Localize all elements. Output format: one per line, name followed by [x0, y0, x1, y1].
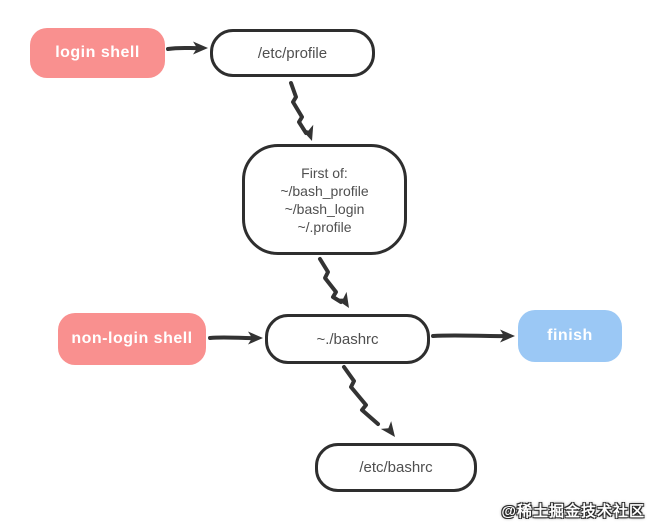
node-non-login-shell-label: non-login shell: [71, 330, 193, 347]
arrow-etc-profile-to-first-of: [289, 81, 314, 141]
arrow-bashrc-to-finish: [431, 329, 515, 343]
node-etc-profile: /etc/profile: [210, 29, 375, 77]
node-etc-bashrc-label: /etc/bashrc: [359, 459, 433, 476]
node-finish: finish: [518, 310, 622, 362]
node-non-login-shell: non-login shell: [58, 313, 206, 365]
first-of-line: ~/.profile: [297, 218, 352, 235]
arrow-first-of-to-bashrc: [318, 257, 349, 308]
arrow-bashrc-to-etc-bashrc: [342, 365, 395, 437]
first-of-line: ~/bash_profile: [280, 182, 369, 199]
node-first-of: First of: ~/bash_profile ~/bash_login ~/…: [242, 144, 407, 255]
node-bashrc-label: ~./bashrc: [316, 330, 379, 348]
arrow-non-login-to-bashrc: [208, 331, 263, 345]
first-of-line: First of:: [301, 164, 348, 181]
first-of-line: ~/bash_login: [284, 200, 365, 217]
node-etc-profile-label: /etc/profile: [257, 44, 328, 62]
node-etc-bashrc: /etc/bashrc: [315, 443, 477, 492]
node-first-of-lines: First of: ~/bash_profile ~/bash_login ~/…: [280, 164, 368, 236]
node-login-shell-label: login shell: [55, 44, 140, 61]
node-login-shell: login shell: [30, 28, 165, 78]
arrow-login-shell-to-etc-profile: [166, 41, 208, 55]
node-finish-label: finish: [547, 327, 593, 344]
juejin-watermark: @稀土掘金技术社区: [501, 503, 645, 520]
node-bashrc: ~./bashrc: [265, 314, 430, 364]
